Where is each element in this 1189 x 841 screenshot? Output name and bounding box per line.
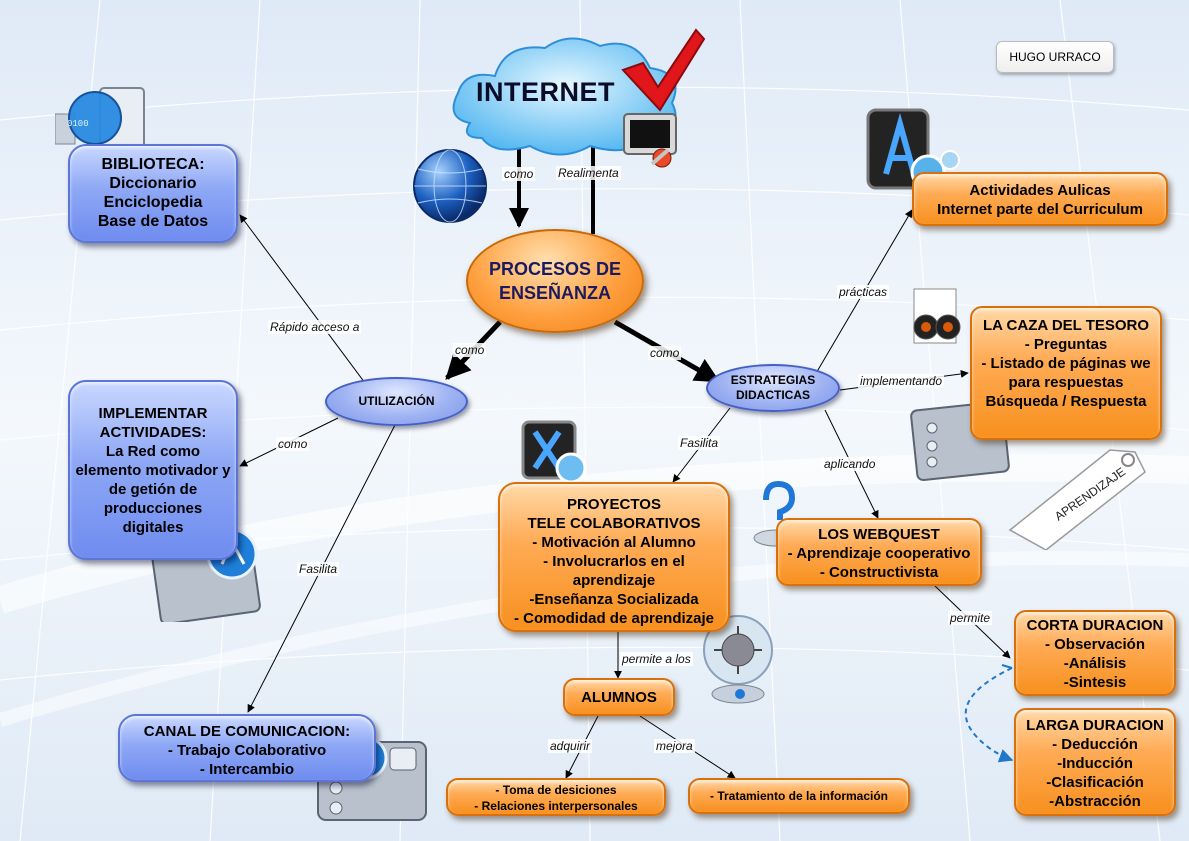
actividades-line-1: Actividades Aulicas bbox=[969, 182, 1111, 199]
implementar-line-1: IMPLEMENTAR bbox=[98, 405, 208, 422]
caza-line-1: LA CAZA DEL TESORO bbox=[982, 317, 1150, 334]
actividades-line-2: Internet parte del Curriculum bbox=[937, 201, 1143, 218]
estrategias-node[interactable]: ESTRATEGIAS DIDACTICAS bbox=[706, 364, 840, 412]
estrategias-line-2: DIDACTICAS bbox=[736, 388, 810, 402]
canal-line-2: - Trabajo Colaborativo bbox=[167, 742, 327, 759]
proyectos-line-6: -Enseñanza Socializada bbox=[529, 591, 699, 608]
biblioteca-node[interactable]: BIBLIOTECA: Diccionario Enciclopedia Bas… bbox=[68, 144, 238, 243]
utilizacion-node[interactable]: UTILIZACIÓN bbox=[325, 377, 468, 426]
implementar-line-7: digitales bbox=[122, 519, 184, 536]
toma-node[interactable]: - Toma de desiciones - Relaciones interp… bbox=[446, 778, 666, 816]
caza-line-3: - Listado de páginas we bbox=[981, 355, 1151, 372]
implementar-line-2: ACTIVIDADES: bbox=[99, 424, 207, 441]
aprendizaje-tag bbox=[1008, 449, 1146, 550]
center-line-1: PROCESOS DE bbox=[488, 259, 622, 279]
corta-line-2: - Observación bbox=[1044, 636, 1146, 653]
implementar-line-3: La Red como bbox=[105, 443, 201, 460]
alumnos-label: ALUMNOS bbox=[581, 689, 657, 706]
proyectos-line-4: - Involucrarlos en el bbox=[543, 553, 685, 570]
edge-label-permite: permite bbox=[948, 611, 993, 625]
larga-node[interactable]: LARGA DURACION - Deducción -Inducción -C… bbox=[1014, 708, 1176, 816]
biblioteca-line-1: BIBLIOTECA: bbox=[101, 156, 205, 173]
actividades-node[interactable]: Actividades Aulicas Internet parte del C… bbox=[912, 172, 1168, 226]
proyectos-node[interactable]: PROYECTOS TELE COLABORATIVOS - Motivació… bbox=[498, 482, 730, 632]
edge-label-como-internet: como bbox=[502, 167, 536, 181]
edge-label-implementando: implementando bbox=[858, 374, 945, 388]
edge-biblioteca bbox=[239, 214, 366, 384]
edge-label-aplicando: aplicando bbox=[822, 457, 878, 471]
edge-label-practicas: prácticas bbox=[837, 285, 890, 299]
edge-label-rapido: Rápido acceso a bbox=[268, 320, 362, 334]
proyectos-line-1: PROYECTOS bbox=[567, 496, 661, 513]
svg-text:0100: 0100 bbox=[67, 119, 89, 129]
canal-line-3: - Intercambio bbox=[199, 761, 295, 778]
binoculars-icon bbox=[913, 288, 961, 344]
larga-line-2: - Deducción bbox=[1052, 736, 1138, 753]
caza-line-5: Búsqueda / Respuesta bbox=[985, 393, 1147, 410]
xcode-icon-small bbox=[521, 420, 587, 484]
larga-line-4: -Clasificación bbox=[1046, 774, 1144, 791]
tratamiento-label: - Tratamiento de la información bbox=[709, 789, 889, 803]
edge-label-realimenta: Realimenta bbox=[556, 166, 621, 180]
larga-line-3: -Inducción bbox=[1057, 755, 1133, 772]
toma-line-1: - Toma de desiciones bbox=[495, 783, 617, 797]
edge-label-fasilita-proy: Fasilita bbox=[678, 436, 721, 450]
webquest-line-3: - Constructivista bbox=[819, 564, 939, 581]
implementar-line-5: de getión de bbox=[108, 481, 198, 498]
corta-line-1: CORTA DURACION bbox=[1026, 617, 1164, 634]
proyectos-line-7: - Comodidad de aprendizaje bbox=[513, 610, 715, 627]
monitor-plug-icon bbox=[623, 113, 677, 168]
edge-label-permite-alumnos: permite a los bbox=[620, 652, 693, 666]
edge-label-como-left: como bbox=[453, 343, 487, 357]
proyectos-line-3: - Motivación al Alumno bbox=[532, 534, 696, 551]
webquest-line-2: - Aprendizaje cooperativo bbox=[787, 545, 971, 562]
edge-label-adquirir: adquirir bbox=[548, 739, 593, 753]
globe-icon bbox=[413, 149, 487, 223]
checkmark-icon bbox=[621, 28, 706, 112]
implementar-line-4: elemento motivador y bbox=[75, 462, 231, 479]
edge-label-fasilita-canal: Fasilita bbox=[297, 562, 340, 576]
estrategias-line-1: ESTRATEGIAS bbox=[730, 373, 816, 387]
webquest-node[interactable]: LOS WEBQUEST - Aprendizaje cooperativo -… bbox=[776, 518, 982, 586]
caza-node[interactable]: LA CAZA DEL TESORO - Preguntas - Listado… bbox=[970, 306, 1162, 440]
virus-globe-icon bbox=[703, 615, 773, 704]
corta-node[interactable]: CORTA DURACION - Observación -Análisis -… bbox=[1014, 610, 1176, 696]
toma-line-2: - Relaciones interpersonales bbox=[474, 799, 638, 813]
author-badge: HUGO URRACO bbox=[996, 41, 1114, 73]
edge-label-como-right: como bbox=[648, 346, 682, 360]
dashed-arrow bbox=[964, 667, 1014, 763]
center-line-2: ENSEÑANZA bbox=[498, 283, 611, 303]
biblioteca-line-4: Base de Datos bbox=[97, 213, 209, 230]
corta-line-4: -Sintesis bbox=[1063, 674, 1127, 691]
caza-line-2: - Preguntas bbox=[1024, 336, 1108, 353]
internet-title: INTERNET bbox=[476, 77, 615, 107]
canal-line-1: CANAL DE COMUNICACION: bbox=[143, 723, 351, 740]
server-icon: 0100 bbox=[55, 87, 145, 151]
caza-line-4: para respuestas bbox=[1008, 374, 1124, 391]
corta-line-3: -Análisis bbox=[1063, 655, 1127, 672]
canal-node[interactable]: CANAL DE COMUNICACION: - Trabajo Colabor… bbox=[118, 714, 376, 782]
larga-line-1: LARGA DURACION bbox=[1026, 717, 1164, 734]
tratamiento-node[interactable]: - Tratamiento de la información bbox=[688, 778, 910, 814]
biblioteca-line-3: Enciclopedia bbox=[103, 194, 203, 211]
edge-label-como-impl: como bbox=[276, 437, 310, 451]
implementar-line-6: producciones bbox=[103, 500, 203, 517]
utilizacion-label: UTILIZACIÓN bbox=[358, 394, 435, 408]
edge-label-mejora: mejora bbox=[654, 739, 695, 753]
alumnos-node[interactable]: ALUMNOS bbox=[563, 678, 675, 716]
implementar-node[interactable]: IMPLEMENTAR ACTIVIDADES: La Red como ele… bbox=[68, 380, 238, 560]
biblioteca-line-2: Diccionario bbox=[109, 175, 197, 192]
proyectos-line-2: TELE COLABORATIVOS bbox=[527, 515, 701, 532]
proyectos-line-5: aprendizaje bbox=[572, 572, 656, 589]
center-node[interactable]: PROCESOS DE ENSEÑANZA bbox=[466, 229, 644, 333]
larga-line-5: -Abstracción bbox=[1049, 793, 1141, 810]
webquest-line-1: LOS WEBQUEST bbox=[818, 526, 940, 543]
